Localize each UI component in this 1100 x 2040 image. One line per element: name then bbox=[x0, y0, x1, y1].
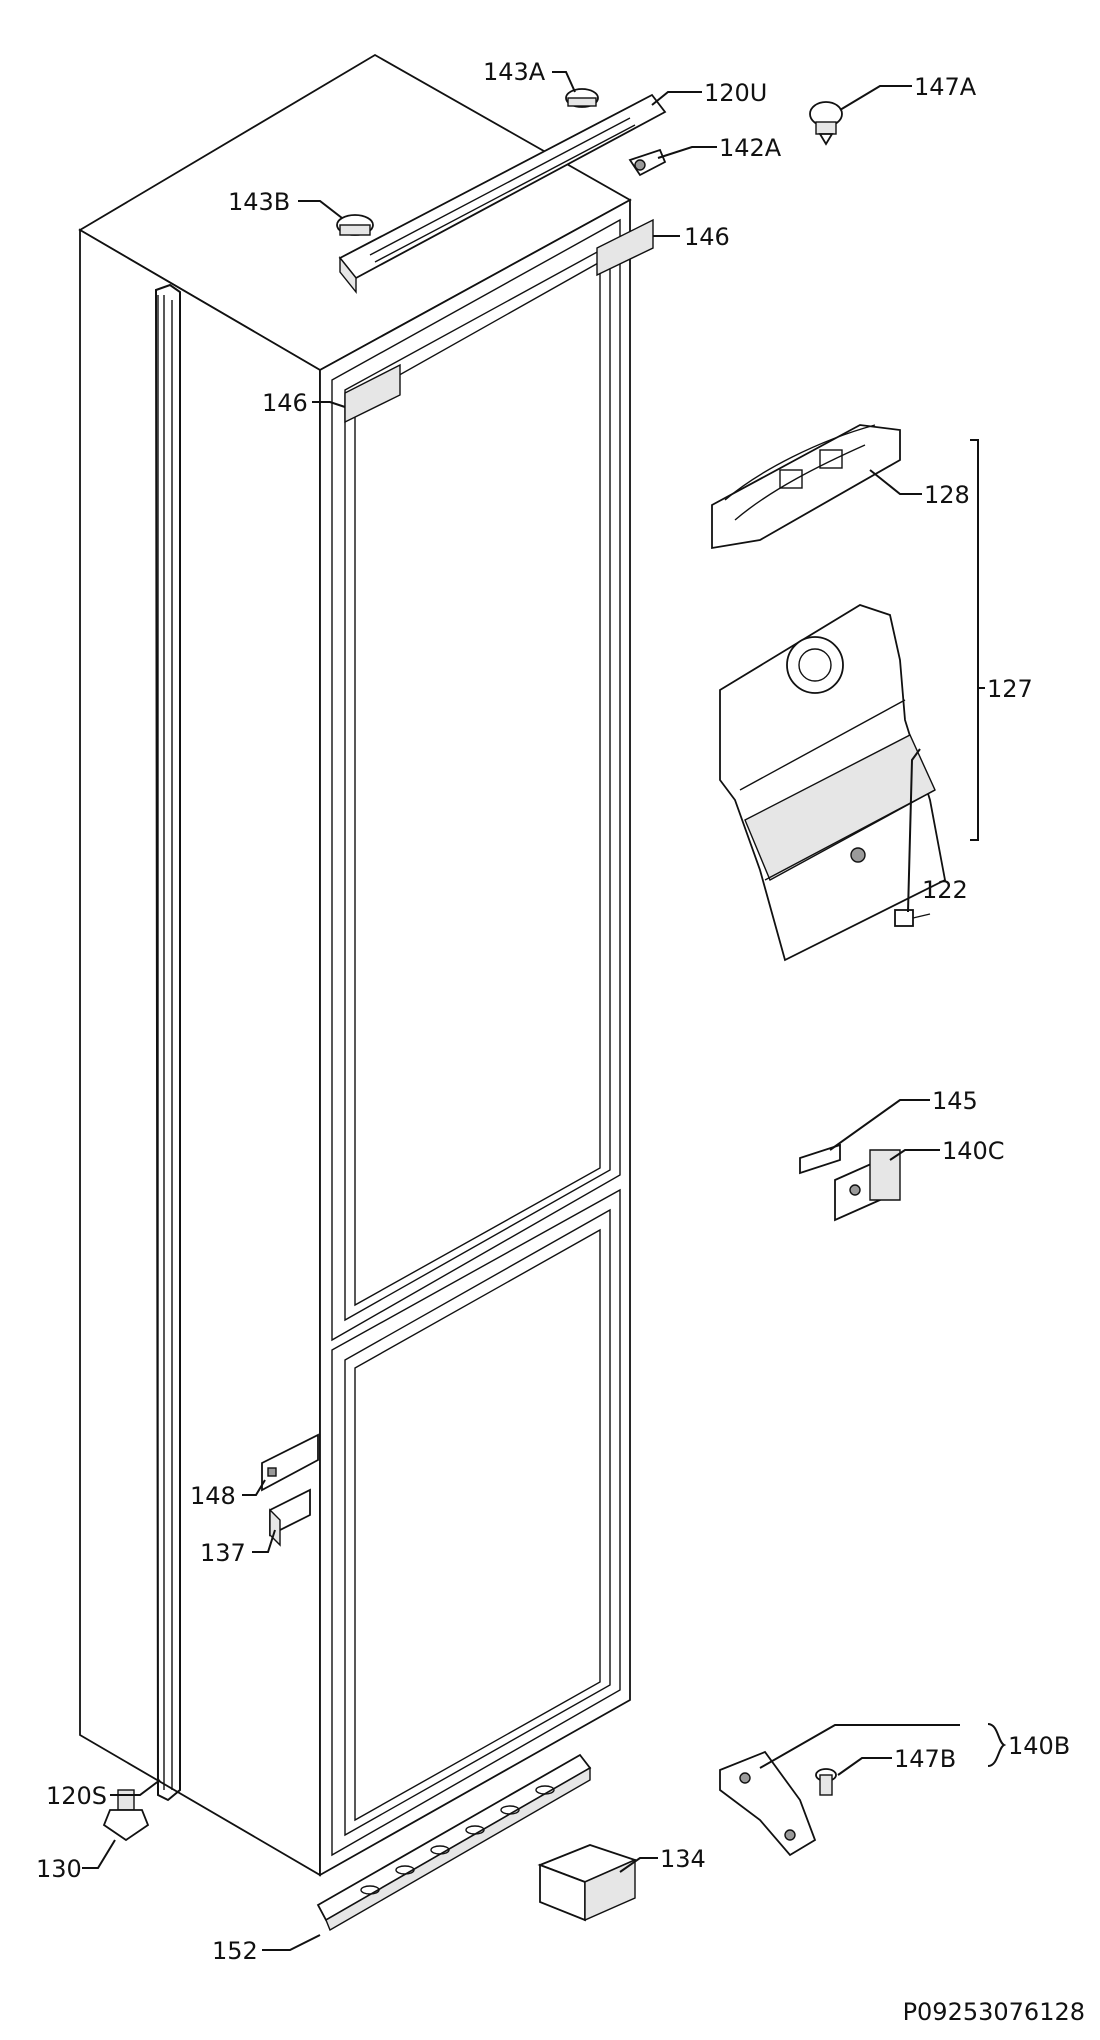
label-plate-146-door bbox=[344, 363, 401, 424]
top-rail-120U bbox=[338, 93, 667, 294]
plinth-rail-152 bbox=[316, 1753, 592, 1932]
bracket-148 bbox=[261, 1433, 319, 1492]
label-146-door: 146 bbox=[262, 389, 308, 417]
label-127: 127 bbox=[987, 675, 1033, 703]
label-143A: 143A bbox=[483, 58, 546, 86]
label-122: 122 bbox=[922, 876, 968, 904]
cover-128 bbox=[711, 424, 901, 550]
bracket-137 bbox=[269, 1488, 311, 1547]
screw-147A bbox=[809, 101, 843, 146]
lower-door bbox=[331, 1188, 621, 1857]
side-trim-120S bbox=[154, 283, 181, 1802]
leader-lines bbox=[82, 71, 985, 1951]
label-140C: 140C bbox=[942, 1137, 1005, 1165]
label-130: 130 bbox=[36, 1855, 82, 1883]
label-147B: 147B bbox=[894, 1745, 956, 1773]
brace-140B bbox=[987, 1723, 1007, 1767]
foot-130 bbox=[102, 1789, 150, 1842]
part-labels: 143A 120U 147A 142A 143B 146 146 128 127… bbox=[36, 58, 1070, 1965]
label-147A: 147A bbox=[914, 73, 977, 101]
label-145: 145 bbox=[932, 1087, 978, 1115]
screw-122 bbox=[894, 909, 931, 927]
cap-143A bbox=[565, 88, 599, 108]
bracket-142A bbox=[628, 148, 667, 177]
label-140B: 140B bbox=[1008, 1732, 1070, 1760]
label-120S: 120S bbox=[46, 1782, 107, 1810]
label-134: 134 bbox=[660, 1845, 706, 1873]
cap-143B bbox=[336, 214, 374, 236]
label-plate-146-top bbox=[596, 218, 654, 277]
hinge-140B bbox=[719, 1750, 817, 1857]
label-142A: 142A bbox=[719, 134, 782, 162]
label-143B: 143B bbox=[228, 188, 290, 216]
screw-147B bbox=[815, 1768, 837, 1796]
label-128: 128 bbox=[924, 481, 970, 509]
hinge-mount-127 bbox=[719, 604, 947, 962]
label-146-top: 146 bbox=[684, 223, 730, 251]
label-120U: 120U bbox=[704, 79, 767, 107]
label-148: 148 bbox=[190, 1482, 236, 1510]
plate-145 bbox=[799, 1143, 841, 1175]
cabinet bbox=[78, 53, 632, 1877]
label-152: 152 bbox=[212, 1937, 258, 1965]
block-134 bbox=[537, 1844, 638, 1922]
document-reference: P09253076128 bbox=[903, 1998, 1085, 2026]
label-137: 137 bbox=[200, 1539, 246, 1567]
upper-door bbox=[331, 218, 621, 1342]
bracket-140C bbox=[834, 1149, 901, 1222]
